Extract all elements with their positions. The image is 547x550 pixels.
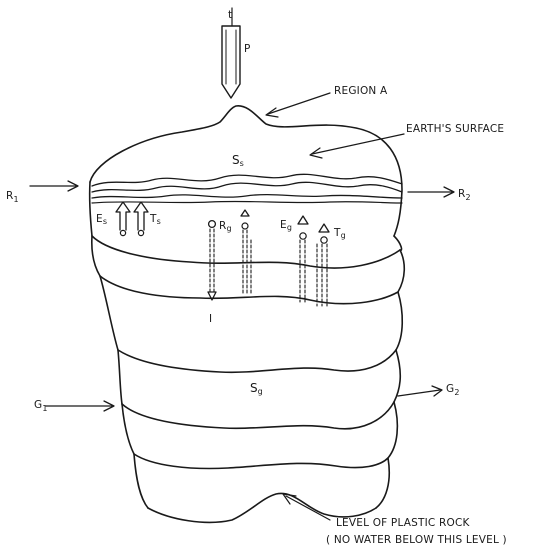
label-earths-surface: EARTH'S SURFACE	[406, 123, 504, 135]
label-region-a: REGION A	[334, 85, 388, 97]
region-a-leader	[266, 93, 330, 117]
surface-outflow-arrow	[408, 187, 454, 197]
label-groundwater-store: Sg	[250, 381, 263, 396]
label-tg: Tg	[333, 227, 346, 240]
label-r1: R1	[6, 190, 19, 204]
label-p: P	[244, 43, 251, 55]
label-rg: Rg	[219, 220, 232, 233]
groundwater-inflow-arrow	[46, 401, 114, 411]
label-soil-store: Ss	[232, 153, 244, 168]
label-t: t	[228, 9, 232, 21]
label-infiltration: I	[209, 313, 212, 325]
label-eg: Eg	[280, 219, 292, 232]
groundwater-transpiration-arrow	[317, 224, 329, 306]
soil-transpiration-arrow	[134, 202, 148, 236]
earths-surface-leader	[310, 134, 404, 158]
label-g1: G1	[34, 399, 47, 413]
label-plastic-rock: LEVEL OF PLASTIC ROCK	[336, 517, 470, 529]
label-no-water: ( NO WATER BELOW THIS LEVEL )	[326, 534, 507, 546]
label-r2: R2	[458, 188, 471, 202]
capillary-rise-arrow	[241, 210, 251, 294]
precipitation-arrow	[222, 8, 240, 98]
intermediate-zone	[92, 236, 404, 304]
groundwater-zone	[100, 276, 402, 522]
plastic-rock-leader	[283, 494, 330, 520]
groundwater-evaporation-arrow	[298, 216, 308, 302]
groundwater-recharge-arrow	[208, 221, 216, 300]
label-es: Es	[96, 213, 107, 226]
groundwater-outflow-arrow	[398, 386, 442, 396]
surface-inflow-arrow	[30, 181, 78, 191]
label-g2: G2	[446, 383, 459, 397]
soil-evaporation-arrow	[116, 202, 130, 236]
label-ts: Ts	[149, 213, 161, 226]
